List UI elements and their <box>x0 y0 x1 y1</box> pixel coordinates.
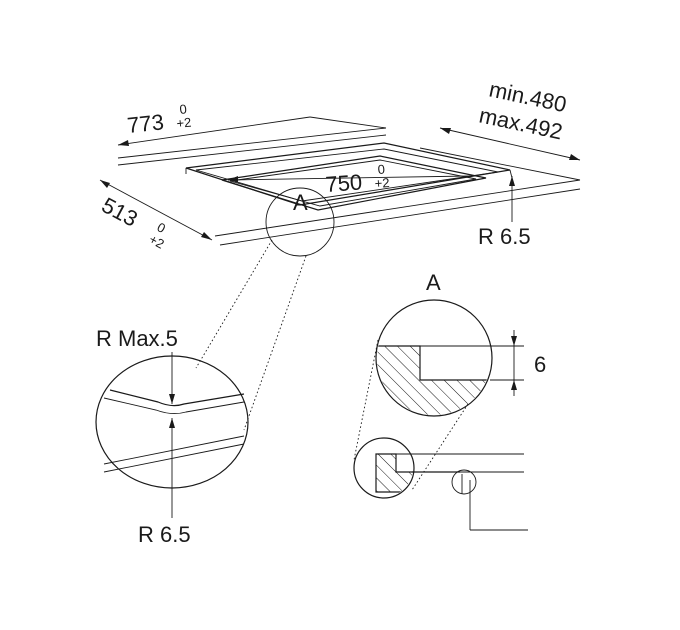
leader-right-2 <box>411 403 469 491</box>
corner-radius-outer-value: R 6.5 <box>478 224 531 249</box>
inner-width-tol-lower: +2 <box>374 175 390 191</box>
detail-circle-a <box>265 187 335 257</box>
detail-a-enlarged <box>375 299 493 417</box>
rebate-depth-value: 6 <box>534 352 546 377</box>
corner-radius-leader <box>509 176 515 222</box>
leader-right-1 <box>353 339 379 461</box>
leader-left-1 <box>195 239 273 369</box>
width-cutout-tol-upper: 0 <box>179 101 188 117</box>
dimension-inner-width <box>227 175 471 182</box>
rebate-depth-dimension <box>420 330 524 396</box>
zoom-radius-max-value: R Max.5 <box>96 326 178 351</box>
leader-left-2 <box>243 255 307 431</box>
inner-width-value: 750 <box>325 169 363 197</box>
width-cutout-value: 773 <box>126 109 165 138</box>
section-small <box>353 437 528 531</box>
zoom-radius-leader <box>169 418 175 518</box>
worktop-outline <box>117 127 581 246</box>
depth-cutout-tol-lower: +2 <box>147 231 167 251</box>
zoom-radius-max-leader <box>169 352 175 404</box>
inner-width-tol-upper: 0 <box>377 162 385 177</box>
dimension-worktop-depth <box>439 127 581 161</box>
dimension-depth-cutout <box>99 179 213 241</box>
dimension-width-cutout <box>117 116 387 146</box>
width-cutout-tol-lower: +2 <box>176 115 192 131</box>
zoom-circle-corner <box>95 355 249 489</box>
detail-title-a: A <box>426 270 441 295</box>
depth-cutout-value: 513 <box>98 192 142 231</box>
detail-mark-a: A <box>293 190 308 215</box>
zoom-radius-value: R 6.5 <box>138 522 191 547</box>
